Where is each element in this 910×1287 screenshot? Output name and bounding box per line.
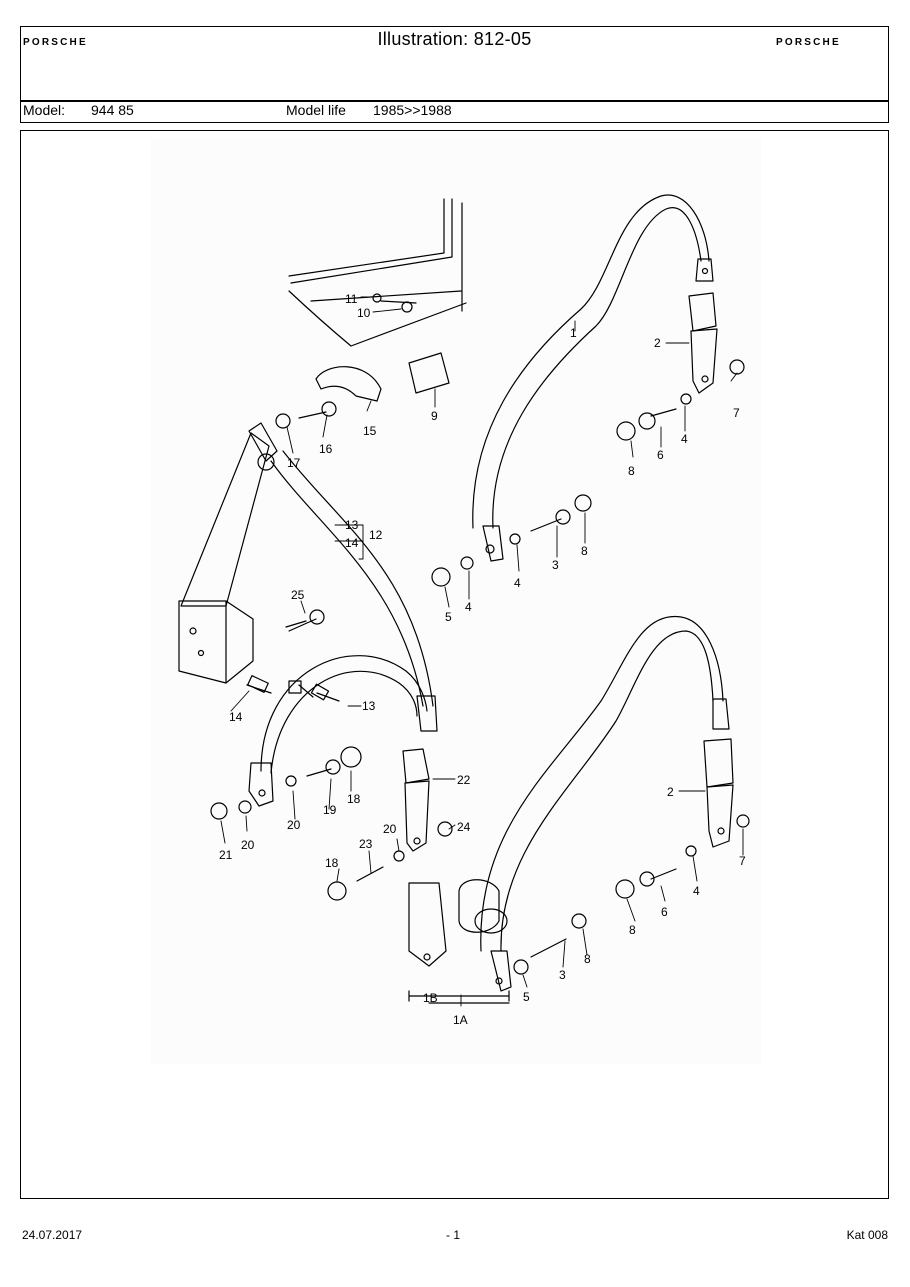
callout-17: 17: [287, 456, 301, 470]
callout-4-left: 4: [465, 600, 472, 614]
model-label: Model:: [23, 102, 66, 118]
callout-18-lower: 18: [325, 856, 339, 870]
callout-4-upper: 4: [681, 432, 688, 446]
car-body-pillar: [288, 198, 467, 347]
callout-1: 1: [570, 326, 577, 340]
model-value: 944 85: [91, 102, 134, 118]
callout-20-right: 20: [383, 822, 397, 836]
callout-11: 11: [345, 292, 358, 306]
callout-3-upper: 3: [552, 558, 559, 572]
callout-13-upper: 13: [345, 518, 359, 532]
callout-5-lower: 5: [523, 990, 530, 1004]
callout-14-upper: 14: [345, 536, 359, 550]
rear-belt-lower: [408, 616, 734, 1004]
porsche-logo-left: PORSCHE: [23, 37, 88, 46]
callout-8-lower-right: 8: [584, 952, 591, 966]
header-separator: [21, 100, 888, 102]
callout-25: 25: [291, 588, 305, 602]
hardware-parts: [210, 293, 750, 975]
callout-24: 24: [457, 820, 471, 834]
svg-text:PORSCHE: PORSCHE: [23, 37, 88, 46]
callout-20-left: 20: [287, 818, 301, 832]
callout-8-mid: 8: [581, 544, 588, 558]
callout-5-upper: 5: [445, 610, 452, 624]
footer-catalog: Kat 008: [846, 1228, 888, 1242]
callout-19: 19: [323, 803, 337, 817]
callout-23: 23: [359, 837, 373, 851]
callout-2-lower: 2: [667, 785, 674, 799]
callout-7-lower: 7: [739, 854, 746, 868]
callout-1b: 1B: [423, 991, 438, 1005]
callout-10: 10: [357, 306, 371, 320]
porsche-logo-right: PORSCHE: [776, 37, 841, 46]
footer-page: - 1: [446, 1228, 461, 1242]
front-belt-assembly: [178, 422, 438, 852]
callout-18-upper: 18: [347, 792, 361, 806]
callout-8-lower-left: 8: [629, 923, 636, 937]
callout-20-lower: 20: [241, 838, 255, 852]
header-frame: PORSCHE Illustration: 812-05 PORSCHE Mod…: [20, 26, 889, 123]
callout-14-lower: 14: [229, 710, 243, 724]
callout-9: 9: [431, 409, 438, 423]
callout-4-mid: 4: [514, 576, 521, 590]
callout-12: 12: [369, 528, 383, 542]
callout-7-upper: 7: [733, 406, 740, 420]
leader-lines: [220, 296, 744, 1007]
seat-belt-exploded-view: 1 2 7 4 6 8 8 3 4 4 5 9 15 16 17 11 10 1…: [151, 139, 761, 1064]
callout-6-upper: 6: [657, 448, 664, 462]
model-life-value: 1985>>1988: [373, 102, 452, 118]
callout-6-lower: 6: [661, 905, 668, 919]
callout-3-lower: 3: [559, 968, 566, 982]
diagram-frame: 1 2 7 4 6 8 8 3 4 4 5 9 15 16 17 11 10 1…: [20, 130, 889, 1199]
illustration-title: Illustration: 812-05: [377, 29, 532, 49]
callout-22: 22: [457, 773, 471, 787]
callout-4-lower: 4: [693, 884, 700, 898]
callout-2-upper: 2: [654, 336, 661, 350]
callout-16: 16: [319, 442, 333, 456]
footer-date: 24.07.2017: [22, 1228, 83, 1242]
callout-labels: 1 2 7 4 6 8 8 3 4 4 5 9 15 16 17 11 10 1…: [219, 292, 746, 1027]
callout-13-lower: 13: [362, 699, 376, 713]
callout-1a: 1A: [453, 1013, 468, 1027]
model-life-label: Model life: [286, 102, 346, 118]
rear-belt-upper: [472, 194, 718, 562]
svg-text:PORSCHE: PORSCHE: [776, 37, 841, 46]
callout-8-upper: 8: [628, 464, 635, 478]
callout-21: 21: [219, 848, 233, 862]
callout-15: 15: [363, 424, 377, 438]
